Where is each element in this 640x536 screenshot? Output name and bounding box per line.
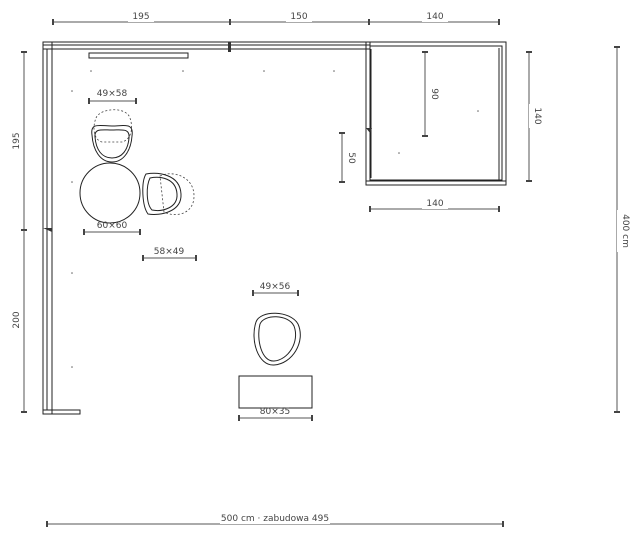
- left-dimension-200: 200: [10, 230, 27, 413]
- dim-label-step: 50: [346, 152, 356, 164]
- chair-right-label: 58×49: [154, 247, 185, 257]
- dim-label-top-1: 195: [132, 12, 149, 22]
- top-dimension-195: 195: [52, 10, 231, 25]
- dim-label-bed-inner: 90: [429, 88, 439, 100]
- table-label: 60×60: [97, 221, 128, 231]
- bottom-dimension-total: 500 cm · zabudowa 495: [46, 512, 504, 527]
- round-table: 60×60: [79, 162, 141, 235]
- chair-top: 49×58: [88, 89, 137, 163]
- dim-label-left-upper: 195: [12, 132, 22, 149]
- armchair: 49×56: [252, 282, 301, 366]
- top-dimension-150: 150: [230, 10, 370, 25]
- bed-dimension-140-vertical: 140: [526, 51, 542, 182]
- dim-label-bed-height: 140: [532, 107, 542, 124]
- chair-top-label: 49×58: [97, 89, 128, 99]
- right-dimension-400: 400 cm: [614, 46, 630, 413]
- bed-dimension-90: 90: [422, 51, 439, 137]
- dim-label-total-height: 400 cm: [620, 214, 630, 248]
- dim-label-left-lower: 200: [12, 311, 22, 328]
- bench-label: 80×35: [260, 407, 290, 417]
- dim-label-top-3: 140: [426, 12, 443, 22]
- step-dimension-50: 50: [339, 132, 356, 183]
- dim-label-bottom-total: 500 cm · zabudowa 495: [221, 514, 329, 524]
- dim-label-bed-width: 140: [426, 199, 443, 209]
- bed-area: [365, 41, 507, 186]
- top-dimension-140: 140: [369, 10, 500, 25]
- bed-dimension-140-horizontal: 140: [369, 197, 500, 212]
- dim-label-top-2: 150: [290, 12, 307, 22]
- armchair-label: 49×56: [260, 282, 291, 292]
- left-dimension-195: 195: [10, 51, 27, 231]
- reference-dots: [71, 70, 479, 368]
- left-wall: [42, 41, 81, 415]
- bench: 80×35: [238, 375, 313, 421]
- chair-right: 58×49: [142, 172, 197, 261]
- top-wall: [42, 41, 371, 59]
